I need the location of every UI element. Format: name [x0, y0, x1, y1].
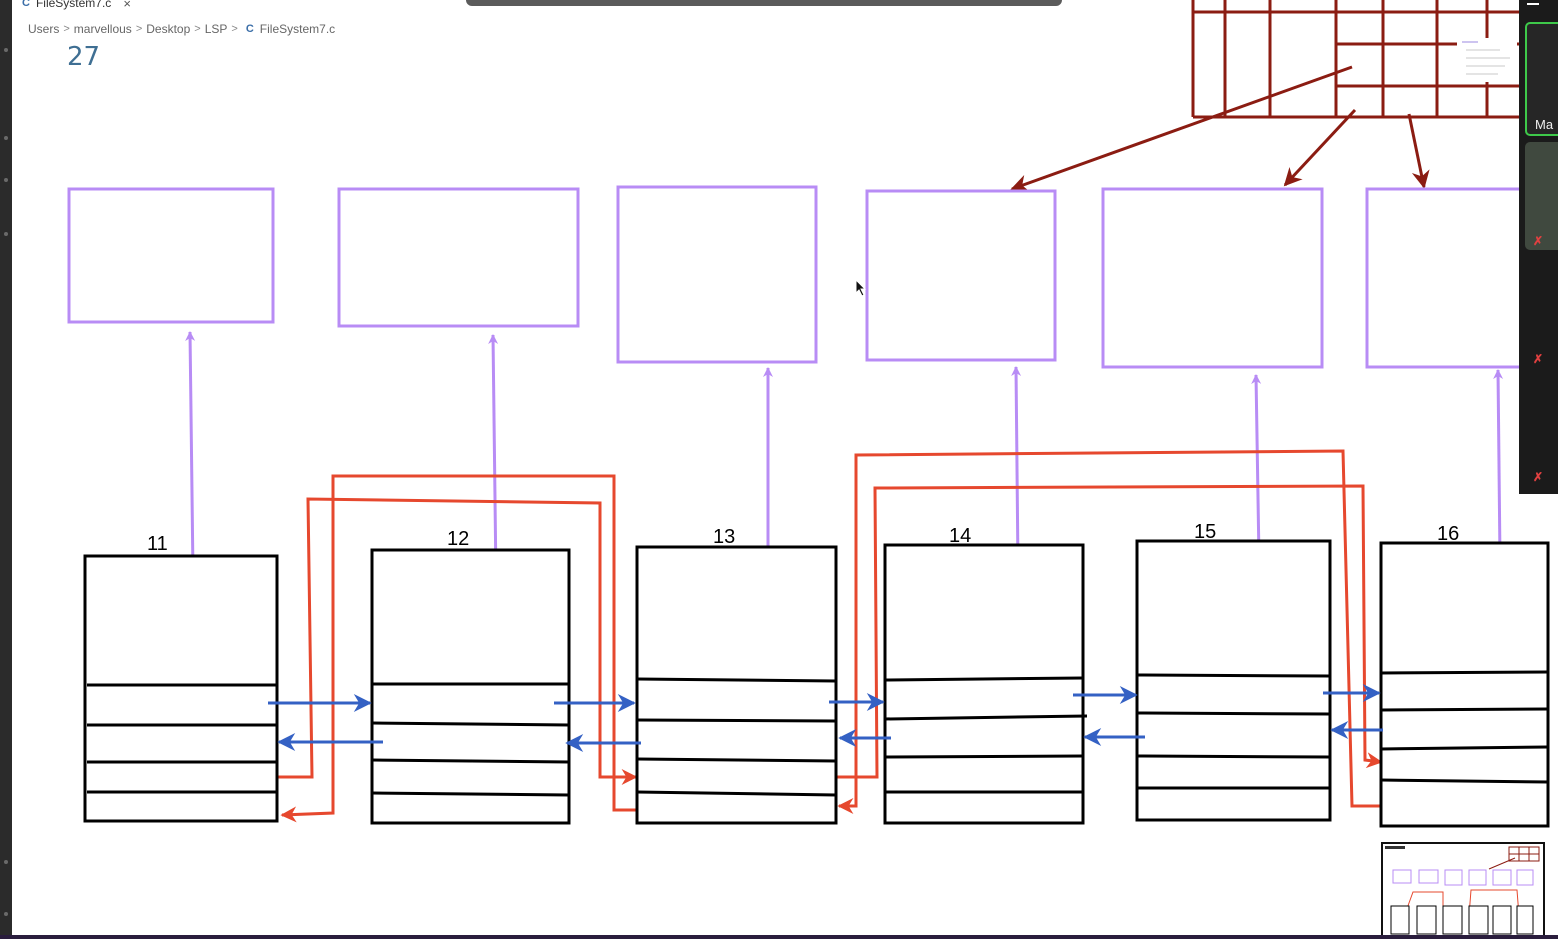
horizontal-scrollbar[interactable] [466, 0, 1062, 6]
activity-bar [0, 0, 12, 939]
block-14 [883, 543, 1088, 825]
close-icon[interactable]: × [123, 0, 131, 11]
block-label-11: 11 [147, 533, 168, 555]
data-pointer-arrow-14 [1011, 366, 1022, 569]
data-box-6 [1365, 187, 1519, 369]
editor-tab[interactable]: C FileSystem7.c × [22, 0, 131, 11]
muted-mic-icon: ✗ [1533, 470, 1544, 484]
block-label-12: 12 [447, 528, 469, 550]
data-pointer-arrow-11 [185, 331, 196, 575]
breadcrumb-item-desktop[interactable]: Desktop [146, 22, 191, 36]
participant-name: Ma [1535, 117, 1554, 132]
block-15 [1135, 539, 1332, 822]
table-pointer-arrow-3 [1407, 113, 1430, 189]
link-pointer-13-to-11 [280, 474, 642, 823]
data-box-5 [1101, 187, 1324, 369]
data-pointer-arrow-12 [488, 334, 499, 581]
block-label-16: 16 [1437, 523, 1459, 545]
blocks [83, 539, 1550, 828]
block-16 [1379, 541, 1550, 828]
bottom-border [0, 935, 1558, 939]
c-file-icon: C [22, 0, 30, 9]
chevron-right-icon: > [231, 23, 238, 35]
chevron-right-icon: > [63, 23, 70, 35]
data-pointer-arrow-16 [1493, 369, 1504, 561]
participant-tile-video[interactable] [1525, 142, 1558, 250]
breadcrumb: Users > marvellous > Desktop > LSP > C F… [28, 22, 335, 36]
link-pointer-13-to-16 [826, 484, 1383, 779]
participants-panel: Ma ✗ ✗ ✗ [1519, 0, 1558, 494]
data-box-3 [616, 185, 818, 364]
c-file-icon: C [245, 23, 254, 35]
chevron-right-icon: > [194, 23, 201, 35]
link-pointer-11-to-13 [268, 497, 638, 785]
muted-mic-icon: ✗ [1533, 352, 1544, 366]
minimize-icon[interactable] [1527, 3, 1539, 5]
block-13 [635, 545, 838, 825]
data-boxes [67, 185, 1519, 369]
next-prev-pointers [268, 684, 1383, 752]
breadcrumb-item-file[interactable]: FileSystem7.c [259, 22, 336, 36]
drawing-minimap[interactable] [1381, 842, 1545, 939]
block-11 [83, 554, 279, 823]
block-labels: 11 12 13 14 15 16 [147, 521, 1459, 555]
minimap-canvas [1385, 846, 1540, 935]
breadcrumb-item-users[interactable]: Users [28, 22, 60, 36]
table-pointer-arrow-1 [1010, 65, 1353, 192]
participant-tile-active[interactable]: Ma [1525, 22, 1558, 136]
data-box-2 [337, 187, 580, 328]
data-pointer-arrows [185, 331, 1504, 581]
data-box-1 [67, 187, 275, 324]
block-label-13: 13 [713, 526, 735, 548]
table-pointer-arrows [1010, 65, 1430, 192]
chevron-right-icon: > [135, 23, 143, 35]
embedded-screenshot-thumbnail [1457, 38, 1517, 82]
block-label-15: 15 [1194, 521, 1216, 543]
breadcrumb-item-marvellous[interactable]: marvellous [73, 22, 132, 36]
breadcrumb-item-lsp[interactable]: LSP [204, 22, 228, 36]
tab-label: FileSystem7.c [35, 0, 112, 10]
muted-mic-icon: ✗ [1533, 234, 1544, 248]
block-label-14: 14 [949, 525, 971, 547]
link-pointers [268, 449, 1387, 823]
line-number: 27 [67, 42, 101, 72]
table-pointer-arrow-2 [1283, 108, 1357, 187]
data-pointer-arrow-15 [1251, 374, 1262, 560]
block-12 [370, 548, 571, 825]
data-box-4 [865, 189, 1057, 362]
mouse-cursor-icon [855, 279, 867, 297]
link-pointer-16-to-13 [837, 449, 1387, 814]
